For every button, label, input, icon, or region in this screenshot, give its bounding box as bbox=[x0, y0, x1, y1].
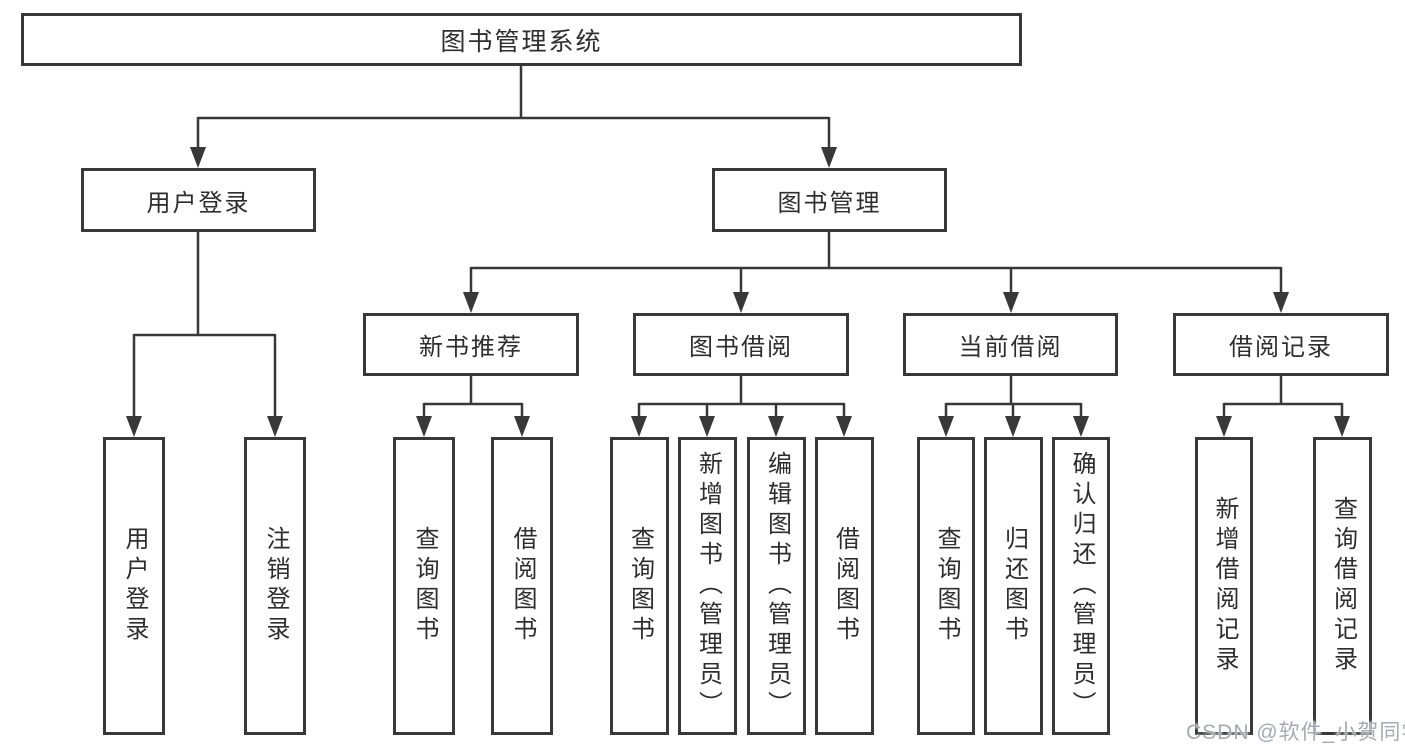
node-user-login: 用户登录 bbox=[81, 168, 316, 232]
arrow-down-icon bbox=[733, 292, 749, 313]
leaf-label: 归还图书 bbox=[1000, 526, 1028, 646]
node-label: 当前借阅 bbox=[958, 334, 1063, 361]
node-label: 新书推荐 bbox=[419, 334, 523, 361]
node-book-management: 图书管理 bbox=[712, 168, 947, 232]
leaf-label: 查询图书 bbox=[933, 526, 960, 646]
connector-new-book-recommendation-to-leaves bbox=[422, 376, 524, 419]
arrow-down-icon bbox=[1216, 416, 1232, 437]
leaf-label: 注销登录 bbox=[262, 526, 289, 646]
arrow-down-icon bbox=[938, 416, 954, 437]
leaf-label: 查询图书 bbox=[411, 526, 438, 646]
arrow-down-icon bbox=[1273, 292, 1289, 313]
leaf-label: 查询借阅记录 bbox=[1329, 496, 1357, 676]
leaf-borrow-books-borrowing: 借阅图书 bbox=[815, 437, 874, 735]
node-book-borrowing: 图书借阅 bbox=[633, 313, 849, 376]
node-label: 图书借阅 bbox=[689, 334, 793, 361]
arrow-down-icon bbox=[190, 147, 206, 168]
arrow-down-icon bbox=[699, 416, 715, 437]
connector-book-management-to-level3 bbox=[469, 232, 1283, 295]
leaf-borrow-books-recommend: 借阅图书 bbox=[491, 437, 553, 735]
leaf-label: 借阅图书 bbox=[831, 526, 859, 646]
leaf-label: 用户登录 bbox=[121, 526, 148, 646]
leaf-add-book-admin: 新增图书（管理员） bbox=[678, 437, 737, 735]
node-current-borrowing: 当前借阅 bbox=[903, 313, 1118, 376]
leaf-query-borrow-record: 查询借阅记录 bbox=[1313, 437, 1372, 735]
leaf-label: 确认归还（管理员） bbox=[1068, 451, 1095, 721]
arrow-down-icon bbox=[1003, 292, 1019, 313]
connector-user-login-to-leaves bbox=[132, 232, 277, 419]
leaf-edit-book-admin: 编辑图书（管理员） bbox=[747, 437, 806, 735]
arrow-down-icon bbox=[416, 416, 432, 437]
arrow-down-icon bbox=[1073, 416, 1089, 437]
leaf-label: 查询图书 bbox=[626, 526, 654, 646]
leaf-confirm-return-admin: 确认归还（管理员） bbox=[1052, 437, 1110, 735]
connector-book-borrowing-to-leaves bbox=[637, 376, 846, 419]
leaf-label: 借阅图书 bbox=[509, 526, 536, 646]
node-label: 借阅记录 bbox=[1229, 334, 1333, 361]
node-label: 用户登录 bbox=[146, 189, 251, 217]
leaf-query-books-recommend: 查询图书 bbox=[393, 437, 455, 735]
leaf-label: 编辑图书（管理员） bbox=[763, 451, 791, 721]
connector-root-to-level2 bbox=[196, 66, 831, 150]
arrow-down-icon bbox=[836, 416, 852, 437]
leaf-user-login: 用户登录 bbox=[103, 437, 165, 735]
arrow-down-icon bbox=[267, 416, 283, 437]
arrow-down-icon bbox=[1334, 416, 1350, 437]
leaf-label: 新增借阅记录 bbox=[1211, 496, 1238, 676]
arrow-down-icon bbox=[514, 416, 530, 437]
node-label: 图书管理 bbox=[777, 189, 882, 217]
connector-current-borrowing-to-leaves bbox=[944, 376, 1083, 419]
node-new-book-recommendation: 新书推荐 bbox=[363, 313, 579, 376]
arrow-down-icon bbox=[768, 416, 784, 437]
leaf-query-books-current: 查询图书 bbox=[917, 437, 975, 735]
leaf-query-books-borrowing: 查询图书 bbox=[610, 437, 669, 735]
arrow-down-icon bbox=[631, 416, 647, 437]
leaf-return-books: 归还图书 bbox=[984, 437, 1043, 735]
arrow-down-icon bbox=[463, 292, 479, 313]
arrow-down-icon bbox=[1005, 416, 1021, 437]
arrow-down-icon bbox=[821, 147, 837, 168]
node-label: 图书管理系统 bbox=[440, 27, 603, 56]
connector-borrowing-records-to-leaves bbox=[1222, 376, 1344, 419]
arrow-down-icon bbox=[126, 416, 142, 437]
node-borrowing-records: 借阅记录 bbox=[1173, 313, 1389, 376]
node-library-management-system: 图书管理系统 bbox=[21, 13, 1022, 66]
leaf-label: 新增图书（管理员） bbox=[694, 451, 722, 721]
csdn-watermark: CSDN @软件_小贺同学 bbox=[1186, 721, 1405, 744]
leaf-logout: 注销登录 bbox=[244, 437, 306, 735]
leaf-add-borrow-record: 新增借阅记录 bbox=[1195, 437, 1253, 735]
